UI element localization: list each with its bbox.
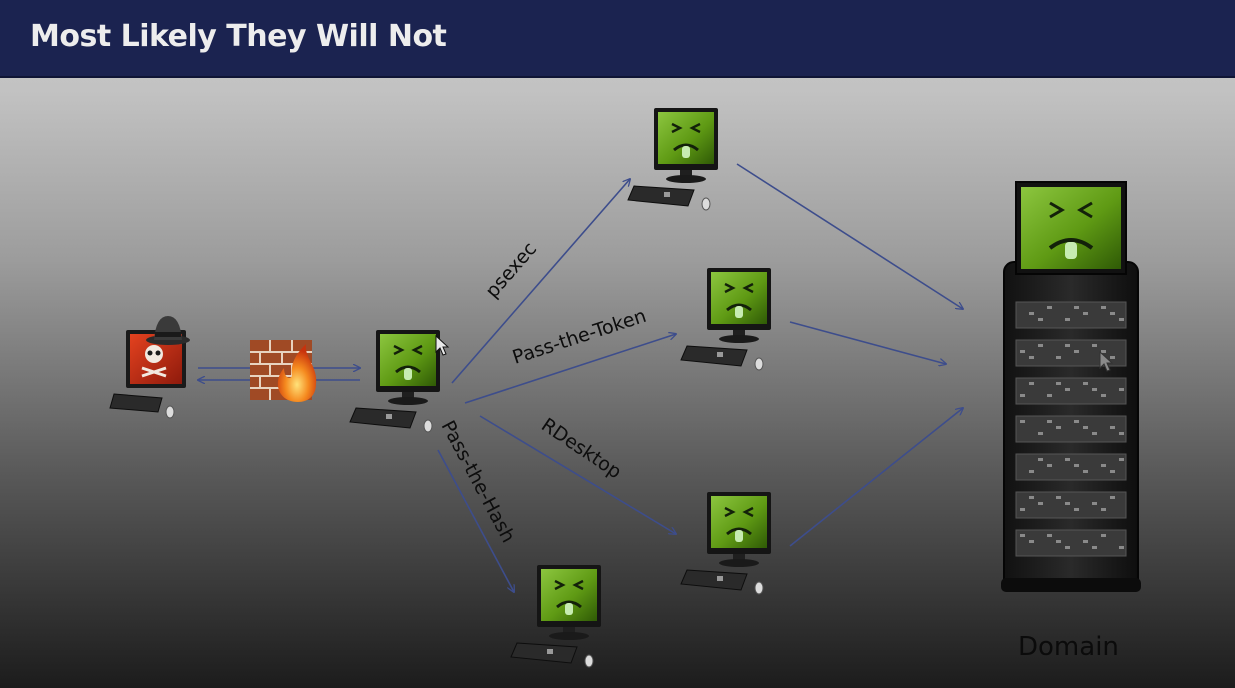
- arrow-pass-the-token: [464, 334, 676, 404]
- server-light: [1029, 312, 1034, 315]
- mouse-cursor-icon: [1099, 350, 1114, 372]
- server-light: [1047, 306, 1052, 309]
- server-light: [1119, 458, 1124, 461]
- server-light: [1020, 350, 1025, 353]
- server-light: [1029, 540, 1034, 543]
- server-light: [1020, 534, 1025, 537]
- arrow-top-to-domain: [736, 163, 963, 309]
- slide-title: Most Likely They Will Not: [30, 19, 447, 54]
- server-light: [1020, 420, 1025, 423]
- server-light: [1110, 496, 1115, 499]
- arrow-psexec: [451, 179, 630, 384]
- mouse-cursor-icon: [435, 334, 450, 356]
- server-light: [1047, 394, 1052, 397]
- title-bar: Most Likely They Will Not: [0, 0, 1235, 78]
- server-light: [1101, 534, 1106, 537]
- server-light: [1029, 356, 1034, 359]
- server-light: [1038, 432, 1043, 435]
- server-light: [1047, 534, 1052, 537]
- server-light: [1056, 426, 1061, 429]
- server-light: [1074, 306, 1079, 309]
- server-light: [1092, 344, 1097, 347]
- server-light: [1119, 546, 1124, 549]
- server-light: [1029, 496, 1034, 499]
- edge-label-psexec: psexec: [481, 238, 541, 302]
- server-light: [1083, 382, 1088, 385]
- server-light: [1101, 306, 1106, 309]
- server-light: [1110, 312, 1115, 315]
- server-light: [1083, 470, 1088, 473]
- server-light: [1029, 470, 1034, 473]
- server-light: [1092, 546, 1097, 549]
- server-light: [1101, 508, 1106, 511]
- server-light: [1038, 318, 1043, 321]
- arrow-middle-to-domain: [789, 321, 946, 364]
- server-light: [1065, 458, 1070, 461]
- server-light: [1074, 420, 1079, 423]
- target-computer-lowest-icon: [509, 563, 603, 669]
- firewall-icon: [250, 340, 317, 402]
- server-light: [1092, 502, 1097, 505]
- server-light: [1119, 318, 1124, 321]
- server-light: [1056, 496, 1061, 499]
- server-light: [1074, 508, 1079, 511]
- pivot-computer-icon: [348, 328, 442, 434]
- server-light: [1074, 464, 1079, 467]
- server-light: [1065, 546, 1070, 549]
- arrow-bottom-to-domain: [789, 408, 963, 547]
- hacker-computer-icon: [109, 316, 190, 419]
- server-light: [1047, 464, 1052, 467]
- arrow-rdesktop: [479, 415, 676, 534]
- server-light: [1083, 426, 1088, 429]
- server-light: [1083, 312, 1088, 315]
- server-light: [1119, 432, 1124, 435]
- server-light: [1083, 540, 1088, 543]
- server-light: [1020, 394, 1025, 397]
- server-light: [1038, 458, 1043, 461]
- server-light: [1110, 470, 1115, 473]
- edge-label-pass-the-token: Pass-the-Token: [510, 305, 649, 369]
- server-light: [1110, 426, 1115, 429]
- server-light: [1074, 350, 1079, 353]
- server-light: [1119, 388, 1124, 391]
- server-light: [1029, 382, 1034, 385]
- arrow-pass-the-hash: [437, 449, 514, 592]
- server-light: [1101, 464, 1106, 467]
- server-light: [1056, 382, 1061, 385]
- target-computer-bottom-icon: [679, 490, 773, 596]
- server-light: [1065, 502, 1070, 505]
- server-light: [1065, 388, 1070, 391]
- server-light: [1038, 344, 1043, 347]
- edge-label-rdesktop: RDesktop: [537, 414, 625, 483]
- server-light: [1110, 356, 1115, 359]
- target-computer-middle-icon: [679, 266, 773, 372]
- server-light: [1092, 432, 1097, 435]
- edge-label-pass-the-hash: Pass-the-Hash: [437, 417, 520, 546]
- server-light: [1092, 388, 1097, 391]
- server-light: [1101, 394, 1106, 397]
- server-light: [1065, 318, 1070, 321]
- infected-server-icon: [1001, 181, 1141, 592]
- server-light: [1038, 502, 1043, 505]
- domain-label: Domain: [1018, 632, 1119, 662]
- server-light: [1056, 540, 1061, 543]
- server-light: [1020, 508, 1025, 511]
- server-light: [1047, 420, 1052, 423]
- server-light: [1101, 350, 1106, 353]
- target-computer-top-icon: [626, 106, 720, 212]
- server-light: [1056, 356, 1061, 359]
- server-light: [1065, 344, 1070, 347]
